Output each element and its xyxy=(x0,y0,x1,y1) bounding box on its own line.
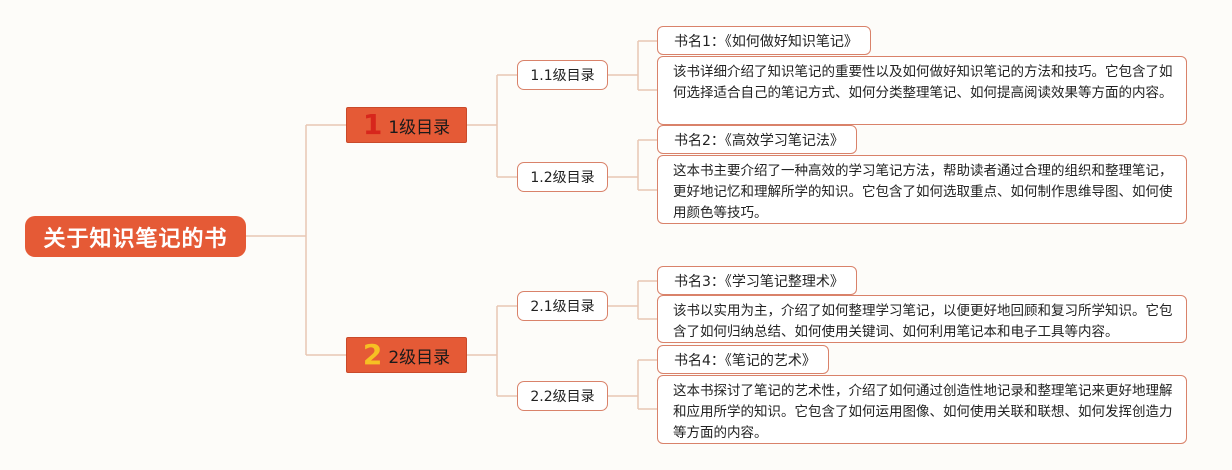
book-2-description[interactable]: 这本书主要介绍了一种高效的学习笔记方法，帮助读者通过合理的组织和整理笔记，更好地… xyxy=(657,155,1187,224)
connector-root xyxy=(246,124,346,356)
book-3-title[interactable]: 书名3：《学习笔记整理术》 xyxy=(657,266,857,295)
topic-level2-1-2[interactable]: 1.2级目录 xyxy=(517,162,608,192)
topic-level1-1[interactable]: 1 1级目录 xyxy=(346,107,467,143)
book-3-description[interactable]: 该书以实用为主，介绍了如何整理学习笔记，以便更好地回顾和复习所学知识。它包含了如… xyxy=(657,295,1187,343)
connector-l1-2 xyxy=(467,305,517,397)
book-1-description[interactable]: 该书详细介绍了知识笔记的重要性以及如何做好知识笔记的方法和技巧。它包含了如何选择… xyxy=(657,56,1187,125)
topic-level2-2-2[interactable]: 2.2级目录 xyxy=(517,381,608,411)
connector-l2-4 xyxy=(608,359,657,410)
book-4-description[interactable]: 这本书探讨了笔记的艺术性，介绍了如何通过创造性地记录和整理笔记来更好地理解和应用… xyxy=(657,375,1187,444)
book-4-title[interactable]: 书名4：《笔记的艺术》 xyxy=(657,345,829,374)
topic-level2-1-1[interactable]: 1.1级目录 xyxy=(517,60,608,90)
book-1-title[interactable]: 书名1：《如何做好知识笔记》 xyxy=(657,26,871,55)
topic-level1-1-label: 1级目录 xyxy=(388,117,451,138)
connector-l2-2 xyxy=(608,139,657,191)
number-2-icon: 2 xyxy=(362,338,383,371)
book-2-title[interactable]: 书名2：《高效学习笔记法》 xyxy=(657,125,857,154)
root-topic[interactable]: 关于知识笔记的书 xyxy=(25,216,246,257)
connector-l2-1 xyxy=(608,40,657,91)
topic-level1-2-label: 2级目录 xyxy=(388,347,451,368)
topic-level2-2-1[interactable]: 2.1级目录 xyxy=(517,291,608,321)
number-1-icon: 1 xyxy=(362,108,383,141)
topic-level1-2[interactable]: 2 2级目录 xyxy=(346,337,467,373)
connector-l2-3 xyxy=(608,280,657,320)
connector-l1-1 xyxy=(467,74,517,178)
